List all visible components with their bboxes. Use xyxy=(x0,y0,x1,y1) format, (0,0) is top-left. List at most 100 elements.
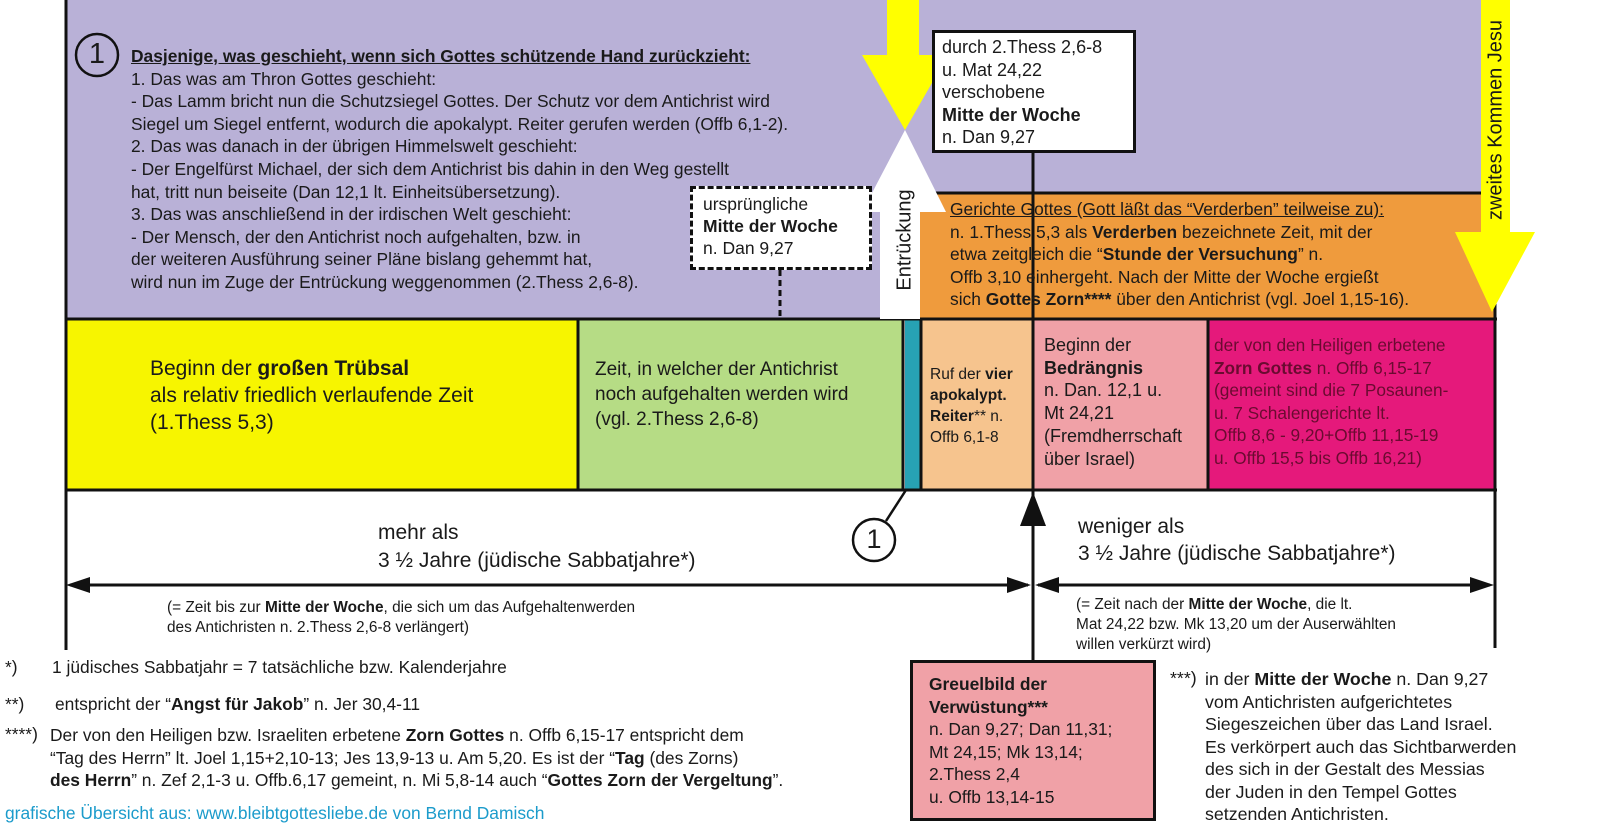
text-segment: ** n. xyxy=(973,408,1004,425)
text-segment: etwa zeitgleich die “ xyxy=(950,244,1103,265)
text-line: Offb 8,6 - 9,20+Offb 11,15-19 xyxy=(1214,424,1448,447)
text-line: (vgl. 2.Thess 2,6-8) xyxy=(595,407,849,432)
text-segment: u. Offb 13,14-15 xyxy=(929,786,1055,807)
text-segment: Siegeszeichen über das Land Israel. xyxy=(1205,714,1493,734)
text-line: Es verkörpert auch das Sichtbarwerden xyxy=(1205,736,1516,759)
timeline-right-note: (= Zeit nach der Mitte der Woche, die lt… xyxy=(1076,595,1396,655)
text-segment: ” n. Zef 2,1-3 u. Offb.6,17 gemeint, n. … xyxy=(131,770,548,791)
text-line: Mitte der Woche xyxy=(942,104,1126,127)
text-segment: Offb 6,1-8 xyxy=(930,429,999,446)
text-line: wird nun im Zuge der Entrückung weggenom… xyxy=(131,271,788,294)
text-segment: des sich in der Gestalt des Messias xyxy=(1205,759,1485,779)
text-line: der weiteren Ausführung seiner Pläne bis… xyxy=(131,248,788,271)
bold-text-segment: Verwüstung*** xyxy=(929,696,1048,717)
text-segment: Mat 24,22 bzw. Mk 13,20 um der Auserwähl… xyxy=(1076,616,1396,633)
text-line: Beginn der großen Trübsal xyxy=(150,355,473,382)
white-up-arrow xyxy=(862,130,946,319)
text-line: Reiter** n. xyxy=(930,406,1013,427)
text-line: etwa zeitgleich die “Stunde der Versuchu… xyxy=(950,243,1409,266)
text-line: noch aufgehalten werden wird xyxy=(595,382,849,407)
text-line: Siegeszeichen über das Land Israel. xyxy=(1205,713,1516,736)
period-magenta xyxy=(1208,319,1495,490)
text-line: über Israel) xyxy=(1044,448,1182,471)
bold-text-segment: Zorn Gottes xyxy=(405,725,505,745)
text-line: Verwüstung*** xyxy=(929,696,1137,719)
text-segment: über den Antichrist (vgl. Joel 1,15-16). xyxy=(1111,289,1410,310)
text-line: n. 1.Thess 5,3 als Verderben bezeichnete… xyxy=(950,221,1409,244)
text-line: als relativ friedlich verlaufende Zeit xyxy=(150,382,473,409)
text-line: u. Offb 13,14-15 xyxy=(929,786,1137,809)
text-segment: ” n. Jer 30,4-11 xyxy=(303,694,421,714)
text-segment: der von den Heiligen erbetene xyxy=(1214,335,1446,355)
text-segment: Siegel um Siegel entfernt, wodurch die a… xyxy=(131,113,789,134)
text-segment: verschobene xyxy=(942,82,1046,102)
text-segment: in der xyxy=(1205,669,1255,689)
text-line: “Tag des Herrn” lt. Joel 1,15+2,10-13; J… xyxy=(50,747,783,770)
bold-text-segment: Greuelbild der xyxy=(929,674,1047,694)
text-segment: u. 7 Schalengerichte lt. xyxy=(1214,402,1390,423)
text-line: n. Dan 9,27 xyxy=(942,126,1126,149)
bold-text-segment: des Herrn xyxy=(50,770,132,791)
arrowhead xyxy=(1470,577,1494,593)
text-segment: n. Dan 9,27 xyxy=(703,238,794,258)
text-line: der von den Heiligen erbetene xyxy=(1214,334,1448,357)
bold-text-segment: Mitte der Woche xyxy=(1254,669,1392,689)
timeline-right-line2: 3 ½ Jahre (jüdische Sabbatjahre*) xyxy=(1078,542,1396,565)
text-segment: hat, tritt nun beiseite (Dan 12,1 lt. Ei… xyxy=(131,181,561,202)
text-segment: bezeichnete Zeit, mit der xyxy=(1177,221,1373,242)
marker-pointer-line xyxy=(884,489,908,522)
arrowhead xyxy=(1035,577,1059,593)
text-segment: 2.Thess 2,4 xyxy=(929,764,1020,784)
text-line: (= Zeit bis zur Mitte der Woche, die sic… xyxy=(167,598,635,618)
text-line: sich Gottes Zorn**** über den Antichrist… xyxy=(950,288,1409,311)
period-teal xyxy=(905,319,920,490)
bold-text-segment: großen Trübsal xyxy=(257,357,410,380)
text-line: setzenden Antichristen. xyxy=(1205,803,1516,826)
text-segment: (des Zorns) xyxy=(644,747,739,768)
text-line: 1. Das was am Thron Gottes geschieht: xyxy=(131,68,788,91)
text-segment: der Juden in den Tempel Gottes xyxy=(1205,781,1457,802)
text-segment: über Israel) xyxy=(1044,448,1136,469)
text-segment: 1. Das was am Thron Gottes geschieht: xyxy=(131,68,437,89)
yellow-down-arrow xyxy=(862,0,948,130)
footnote-1: 1 jüdisches Sabbatjahr = 7 tatsächliche … xyxy=(52,657,507,678)
text-segment: durch 2.Thess 2,6-8 xyxy=(942,37,1103,57)
text-segment: Offb 3,10 einhergeht. Nach der Mitte der… xyxy=(950,266,1379,287)
bold-text-segment: Reiter xyxy=(930,408,974,425)
bold-text-segment: Mitte der Woche xyxy=(942,104,1081,125)
text-line: des sich in der Gestalt des Messias xyxy=(1205,758,1516,781)
text-segment: (= Zeit nach der xyxy=(1076,596,1189,613)
text-segment: n. Dan 9,27 xyxy=(1391,669,1489,689)
text-segment: (= Zeit bis zur xyxy=(167,599,265,616)
text-segment: n. Offb 6,15-17 xyxy=(1311,357,1432,378)
period-peach xyxy=(922,319,1033,490)
bold-text-segment: Angst für Jakob xyxy=(171,694,304,714)
credit-link[interactable]: grafische Übersicht aus: www.bleibtgotte… xyxy=(5,803,545,823)
text-segment: 3. Das was anschließend in der irdischen… xyxy=(131,204,572,225)
text-line: vom Antichristen aufgerichtetes xyxy=(1205,691,1516,714)
text-segment: Der von den Heiligen bzw. Israeliten erb… xyxy=(50,725,406,745)
timeline-right-line1: weniger als xyxy=(1078,515,1185,538)
text-line: Zorn Gottes n. Offb 6,15-17 xyxy=(1214,357,1448,380)
text-line: Mt 24,15; Mk 13,14; xyxy=(929,741,1137,764)
text-segment: n. Dan 9,27 xyxy=(942,127,1036,147)
bold-text-segment: Tag xyxy=(615,747,645,768)
bold-text-segment: Bedrängnis xyxy=(1044,357,1144,378)
circle-marker-label: 1 xyxy=(88,38,106,70)
purple-section-text: Dasjenige, was geschieht, wenn sich Gott… xyxy=(131,45,788,294)
text-segment: “Tag des Herrn” lt. Joel 1,15+2,10-13; J… xyxy=(50,747,615,768)
circle-marker xyxy=(851,517,897,563)
text-segment: n. 1.Thess 5,3 als xyxy=(950,221,1093,242)
text-line: Gerichte Gottes (Gott läßt das “Verderbe… xyxy=(950,198,1409,221)
text-line: Zeit, in welcher der Antichrist xyxy=(595,357,849,382)
text-line: Mt 24,21 xyxy=(1044,402,1182,425)
text-line: - Der Engelfürst Michael, der sich dem A… xyxy=(131,158,788,181)
footnote-mark: **) xyxy=(5,694,25,714)
text-segment: , die lt. xyxy=(1307,596,1353,613)
bold-text-segment: Verderben xyxy=(1092,221,1178,242)
